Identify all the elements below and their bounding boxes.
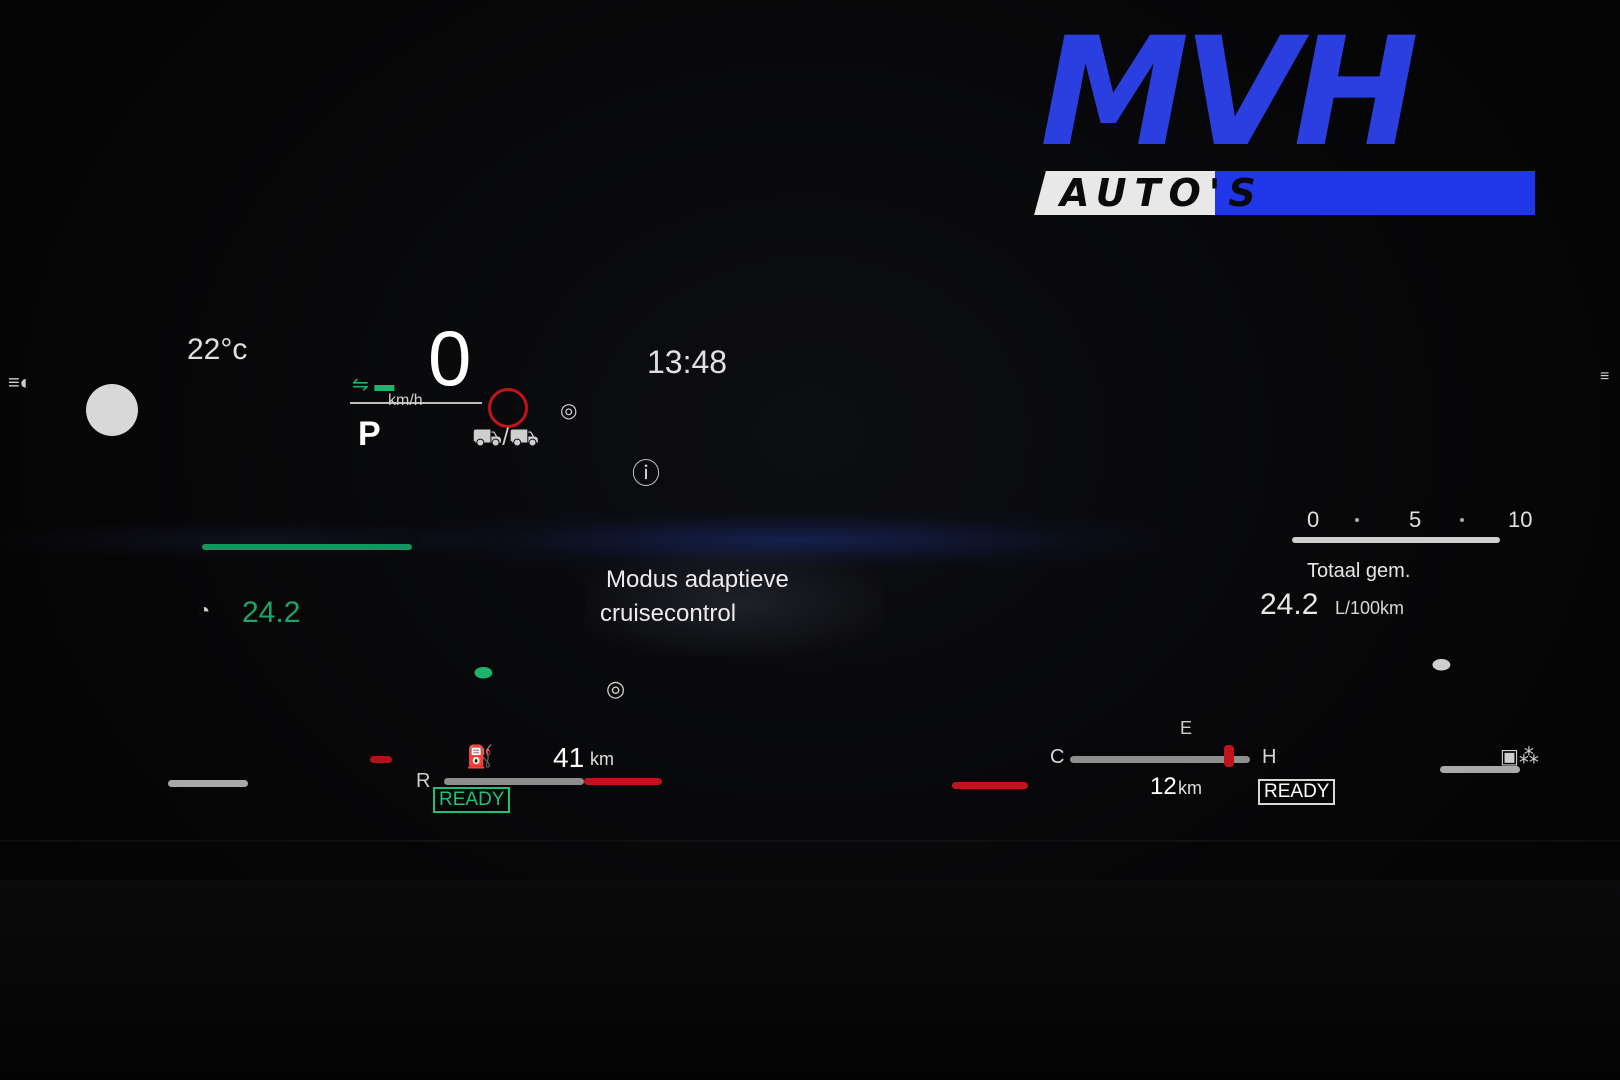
speed-value: 0 <box>428 314 472 402</box>
eco-mode-icon-right: ⬬ <box>1432 652 1451 677</box>
battery-icon: ▣⁂ <box>1500 746 1539 768</box>
fuel-pump-icon: ⛽ <box>466 744 494 769</box>
eco-mode-icon: ⬬ <box>474 660 493 685</box>
temp-gauge-bar <box>1070 756 1250 763</box>
ready-indicator-left: READY <box>433 787 511 813</box>
gauge-icon: ◔ <box>198 600 211 622</box>
bar-center-red <box>952 782 1028 789</box>
range-left-unit: km <box>590 749 614 769</box>
eco-drive-icon: ⇋ ▬ <box>352 374 395 396</box>
range-left-value: 41 <box>553 742 585 773</box>
scale-label-10: 10 <box>1508 507 1533 532</box>
range-left-bar-red <box>584 778 662 785</box>
scale-dot <box>1460 518 1464 522</box>
fuel-gauge-hot-label: H <box>1262 746 1277 768</box>
logo-bar-blue <box>1215 171 1535 215</box>
logo-subtitle: AUTO'S <box>1060 171 1264 215</box>
consumption-scale-bar <box>1292 537 1500 543</box>
clock: 13:48 <box>647 344 728 380</box>
screen-edge <box>0 840 1620 842</box>
steering-wheel-icon <box>86 384 138 436</box>
tire-icon-lower: ◎ <box>606 676 626 701</box>
bar-right-grey <box>1440 766 1520 773</box>
scale-dot <box>1355 518 1359 522</box>
headlight-icon-right: ≡ <box>1600 368 1610 385</box>
range-right-unit: km <box>1178 778 1202 798</box>
bar-left-grey <box>168 780 248 787</box>
message-line-1: Modus adaptieve <box>606 566 789 593</box>
ready-indicator-right: READY <box>1258 779 1336 805</box>
dealer-logo: MVH AUTO'S <box>1034 28 1550 220</box>
bar-left-red-small <box>370 756 392 763</box>
total-average-unit: L/100km <box>1335 598 1405 618</box>
message-line-2: cruisecontrol <box>600 600 737 627</box>
ambient-glow-left <box>0 520 500 560</box>
scale-label-0: 0 <box>1307 507 1320 532</box>
logo-letters: MVH <box>1040 28 1419 158</box>
fuel-gauge-cold-label: C <box>1050 746 1065 768</box>
gear-indicator: P <box>358 415 381 453</box>
tire-pressure-icon: ◎ <box>560 400 578 422</box>
green-consumption-bar <box>202 544 412 550</box>
range-left-bar <box>444 778 584 785</box>
consumption-left: 24.2 <box>242 596 301 629</box>
range-right-value: 12 <box>1150 773 1177 800</box>
speed-underline <box>350 402 482 404</box>
total-average-label: Totaal gem. <box>1307 560 1411 582</box>
lane-assist-icon: ⛟/⛟ <box>472 424 540 451</box>
total-average-value: 24.2 <box>1260 588 1319 621</box>
coolant-icon: E <box>1180 718 1193 738</box>
ambient-glow <box>420 510 1160 570</box>
speed-limit-sign-icon <box>488 388 528 428</box>
traffic-sign-icon: ⓘ <box>632 458 661 489</box>
temp-gauge-marker <box>1224 745 1234 767</box>
speed-unit: km/h <box>388 392 423 409</box>
outside-temperature: 22°c <box>187 333 248 366</box>
headlight-icon: ≡◐ <box>8 372 32 394</box>
range-left-r: R <box>416 770 431 792</box>
scale-label-5: 5 <box>1409 507 1422 532</box>
message-backdrop <box>585 548 885 656</box>
dashboard-shadow <box>0 880 1620 1080</box>
